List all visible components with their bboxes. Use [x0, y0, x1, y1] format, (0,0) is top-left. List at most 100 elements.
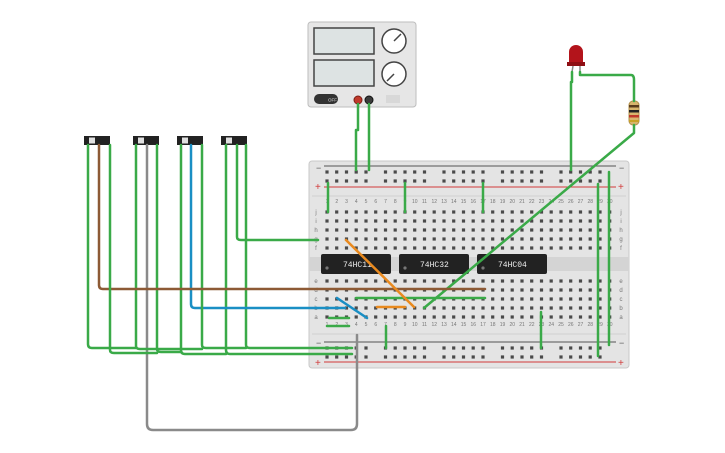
breadboard-hole[interactable] — [383, 315, 388, 319]
breadboard-hole[interactable] — [520, 315, 524, 319]
breadboard-hole[interactable] — [335, 279, 339, 283]
breadboard-hole[interactable] — [364, 219, 368, 223]
breadboard-hole[interactable] — [569, 210, 573, 214]
breadboard-hole[interactable] — [491, 279, 495, 283]
breadboard-hole[interactable] — [539, 306, 544, 310]
breadboard-hole[interactable] — [578, 306, 583, 310]
breadboard-hole[interactable] — [325, 228, 329, 232]
breadboard-hole[interactable] — [335, 179, 339, 183]
breadboard-hole[interactable] — [578, 228, 583, 232]
breadboard-hole[interactable] — [461, 170, 466, 174]
breadboard-hole[interactable] — [393, 237, 397, 241]
breadboard-hole[interactable] — [354, 279, 358, 283]
breadboard-hole[interactable] — [569, 315, 573, 319]
breadboard-hole[interactable] — [354, 219, 358, 223]
breadboard-hole[interactable] — [413, 237, 417, 241]
breadboard-hole[interactable] — [491, 219, 495, 223]
breadboard-hole[interactable] — [354, 246, 358, 250]
breadboard-hole[interactable] — [520, 355, 524, 359]
breadboard-hole[interactable] — [598, 170, 602, 174]
breadboard-hole[interactable] — [432, 279, 436, 283]
breadboard-hole[interactable] — [491, 210, 495, 214]
breadboard-hole[interactable] — [569, 246, 573, 250]
wire-switch1-green[interactable] — [86, 143, 138, 350]
breadboard-hole[interactable] — [432, 315, 436, 319]
breadboard-hole[interactable] — [403, 237, 407, 241]
breadboard-hole[interactable] — [510, 315, 514, 319]
breadboard-hole[interactable] — [461, 279, 466, 283]
breadboard-hole[interactable] — [559, 219, 563, 223]
breadboard-hole[interactable] — [530, 219, 534, 223]
breadboard-hole[interactable] — [335, 228, 339, 232]
slide-switch-1[interactable] — [84, 136, 110, 145]
breadboard-hole[interactable] — [520, 210, 524, 214]
breadboard-hole[interactable] — [335, 237, 339, 241]
breadboard-hole[interactable] — [549, 315, 553, 319]
breadboard-hole[interactable] — [491, 306, 495, 310]
breadboard-hole[interactable] — [413, 228, 417, 232]
wire-led-anode-to-resistor[interactable] — [578, 70, 636, 103]
breadboard-hole[interactable] — [383, 210, 388, 214]
breadboard-hole[interactable] — [510, 237, 514, 241]
power-supply[interactable]: OFF — [307, 21, 417, 108]
breadboard-hole[interactable] — [403, 228, 407, 232]
breadboard-hole[interactable] — [549, 306, 553, 310]
breadboard-hole[interactable] — [510, 279, 514, 283]
breadboard-hole[interactable] — [598, 279, 602, 283]
breadboard-hole[interactable] — [569, 306, 573, 310]
breadboard-hole[interactable] — [530, 315, 534, 319]
breadboard-hole[interactable] — [413, 219, 417, 223]
breadboard-hole[interactable] — [510, 246, 514, 250]
breadboard-hole[interactable] — [452, 219, 456, 223]
breadboard-hole[interactable] — [510, 210, 514, 214]
breadboard-hole[interactable] — [559, 355, 563, 359]
breadboard-hole[interactable] — [500, 228, 505, 232]
breadboard-hole[interactable] — [325, 219, 329, 223]
breadboard-hole[interactable] — [364, 170, 368, 174]
breadboard-hole[interactable] — [354, 306, 358, 310]
breadboard-hole[interactable] — [510, 355, 514, 359]
breadboard-hole[interactable] — [422, 219, 427, 223]
breadboard-hole[interactable] — [588, 210, 592, 214]
breadboard-hole[interactable] — [500, 237, 505, 241]
breadboard-hole[interactable] — [432, 210, 436, 214]
breadboard-hole[interactable] — [569, 279, 573, 283]
breadboard-hole[interactable] — [500, 288, 505, 292]
breadboard-hole[interactable] — [520, 346, 524, 350]
breadboard-hole[interactable] — [530, 179, 534, 183]
breadboard-hole[interactable] — [442, 210, 446, 214]
wire-switch2-b[interactable] — [155, 143, 183, 354]
breadboard-hole[interactable] — [481, 237, 485, 241]
breadboard-hole[interactable] — [471, 170, 475, 174]
breadboard-hole[interactable] — [354, 315, 358, 319]
breadboard-hole[interactable] — [578, 355, 583, 359]
breadboard-hole[interactable] — [588, 237, 592, 241]
wire-orange-diagonal[interactable] — [344, 238, 416, 309]
breadboard-hole[interactable] — [461, 179, 466, 183]
breadboard-hole[interactable] — [461, 210, 466, 214]
breadboard-hole[interactable] — [578, 210, 583, 214]
breadboard-hole[interactable] — [413, 279, 417, 283]
breadboard-hole[interactable] — [452, 279, 456, 283]
wire-switch4-b[interactable] — [224, 143, 354, 356]
breadboard-hole[interactable] — [344, 210, 349, 214]
breadboard-hole[interactable] — [413, 346, 417, 350]
breadboard-hole[interactable] — [344, 355, 349, 359]
breadboard-hole[interactable] — [520, 179, 524, 183]
breadboard-hole[interactable] — [559, 346, 563, 350]
breadboard-hole[interactable] — [588, 179, 592, 183]
wire-switch4-a[interactable] — [235, 143, 320, 242]
breadboard-hole[interactable] — [383, 219, 388, 223]
breadboard-hole[interactable] — [539, 219, 544, 223]
chip-74hc32[interactable]: 74HC32 — [399, 254, 469, 274]
breadboard-hole[interactable] — [530, 346, 534, 350]
breadboard-hole[interactable] — [461, 219, 466, 223]
breadboard-hole[interactable] — [578, 179, 583, 183]
breadboard-hole[interactable] — [578, 246, 583, 250]
breadboard-hole[interactable] — [481, 219, 485, 223]
breadboard-hole[interactable] — [500, 170, 505, 174]
breadboard-hole[interactable] — [491, 246, 495, 250]
breadboard-hole[interactable] — [393, 170, 397, 174]
breadboard-hole[interactable] — [530, 170, 534, 174]
breadboard-hole[interactable] — [403, 179, 407, 183]
